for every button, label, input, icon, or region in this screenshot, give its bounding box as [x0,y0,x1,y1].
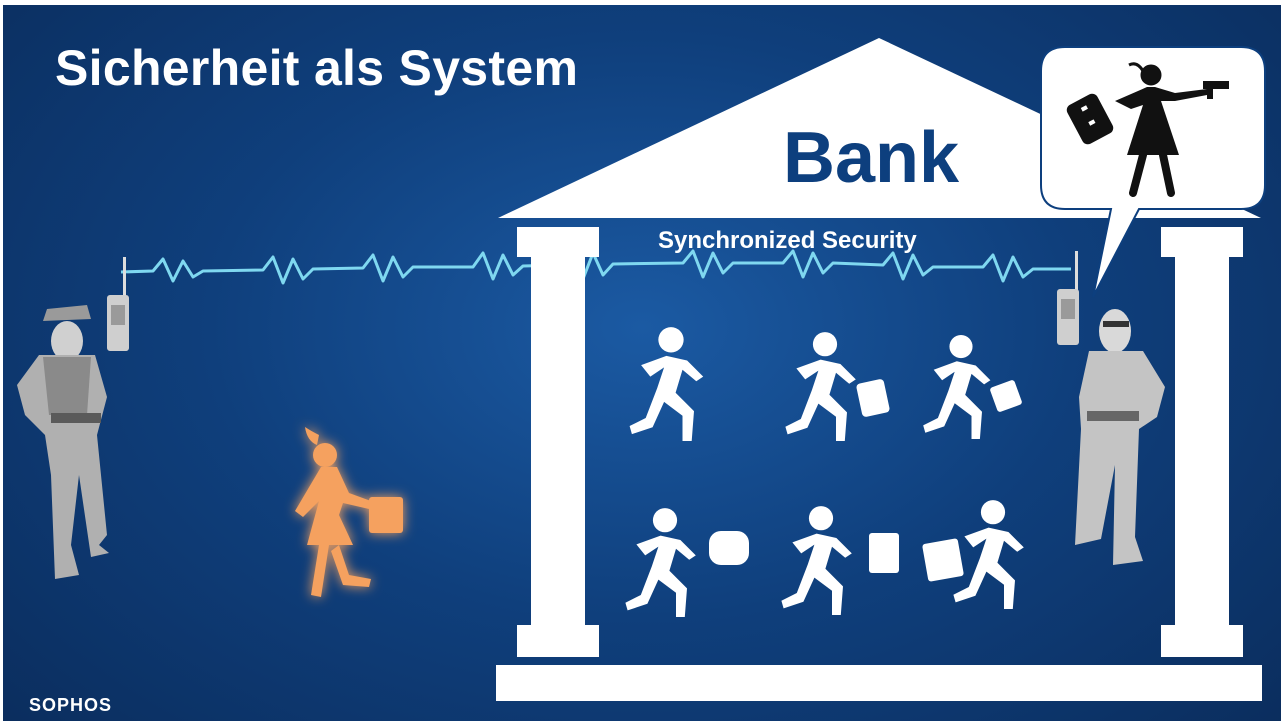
synchronized-security-label: Synchronized Security [658,227,917,254]
bank-column-left [517,227,599,657]
police-officer-icon [17,305,109,579]
bank-column-right [1161,227,1243,657]
security-guard-icon [1075,309,1165,565]
walkie-talkie-icon [107,257,129,351]
running-woman-with-briefcase-icon [295,427,403,597]
sophos-logo: SOPHOS [29,695,113,715]
bank-label: Bank [783,118,960,198]
robber-speech-bubble [1040,46,1266,298]
scene-illustration [17,38,1266,701]
slide-title: Sicherheit als System [55,40,579,96]
running-people-icon [625,327,1024,617]
signal-line [120,249,1071,285]
bank-base [496,665,1262,701]
woman-with-gun-and-bag-icon [1066,62,1229,197]
slide: Sicherheit als System Bank Synchronized … [3,5,1281,721]
walkie-talkie-icon [1057,251,1079,345]
